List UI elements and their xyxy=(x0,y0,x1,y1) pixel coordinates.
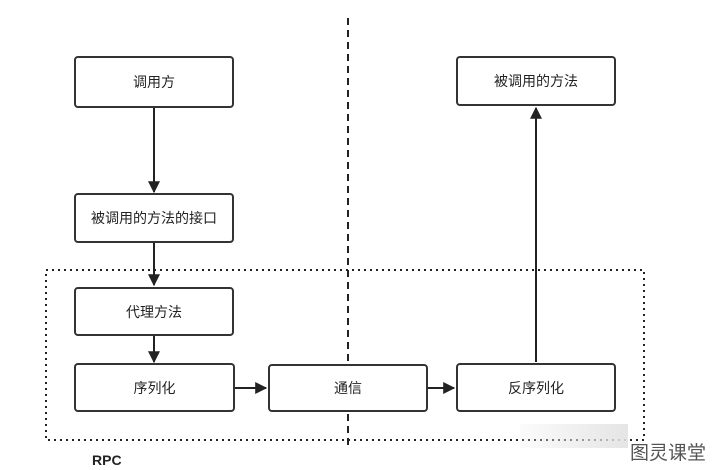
node-serialize: 序列化 xyxy=(74,363,235,412)
node-proxy-method-label: 代理方法 xyxy=(126,304,182,321)
node-serialize-label: 序列化 xyxy=(133,380,176,397)
node-communicate: 通信 xyxy=(268,364,428,412)
node-method-interface: 被调用的方法的接口 xyxy=(74,193,234,243)
node-callee-method: 被调用的方法 xyxy=(456,56,616,106)
node-caller-label: 调用方 xyxy=(133,75,175,91)
node-callee-method-label: 被调用的方法 xyxy=(494,74,578,90)
node-proxy-method: 代理方法 xyxy=(74,287,234,336)
node-communicate-label: 通信 xyxy=(334,381,362,397)
node-caller: 调用方 xyxy=(74,56,234,108)
node-method-interface-label: 被调用的方法的接口 xyxy=(91,211,217,227)
watermark-text: 图灵课堂 xyxy=(630,442,707,464)
watermark-background xyxy=(520,424,628,448)
node-deserialize: 反序列化 xyxy=(456,363,616,412)
rpc-group-label: RPC xyxy=(92,452,122,468)
node-deserialize-label: 反序列化 xyxy=(508,380,564,397)
